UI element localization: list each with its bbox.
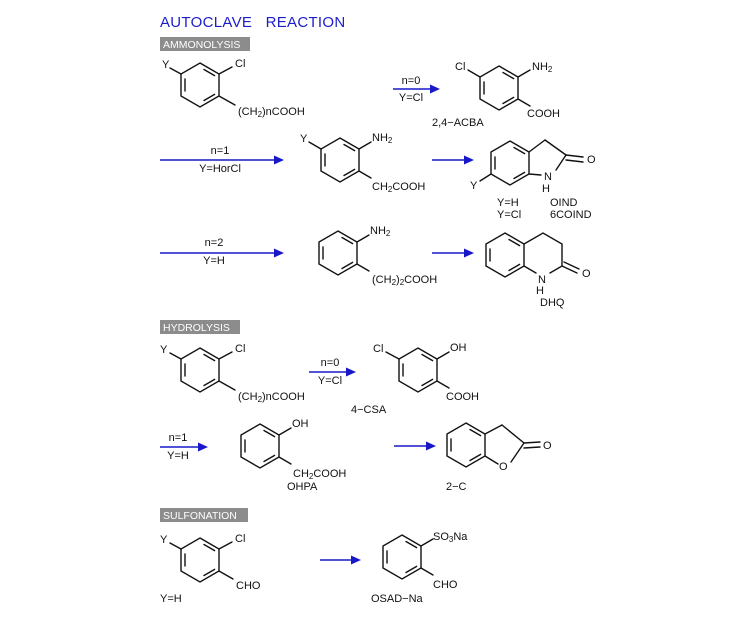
svg-text:Y=Cl: Y=Cl xyxy=(399,92,423,104)
svg-text:Y=Cl: Y=Cl xyxy=(318,375,342,387)
svg-text:CHO: CHO xyxy=(433,579,458,591)
svg-text:Y: Y xyxy=(160,344,168,356)
svg-text:n=1: n=1 xyxy=(211,145,230,157)
molecule-oxindole: O N H Y Y=H OIND Y=Cl 6COIND xyxy=(470,139,596,221)
svg-text:Cl: Cl xyxy=(235,343,245,355)
svg-text:Cl: Cl xyxy=(455,61,465,73)
reaction-arrow-hyd-n0: n=0 Y=Cl xyxy=(309,357,356,387)
molecule-osad-na: SO3Na CHO OSAD−Na xyxy=(371,531,468,605)
svg-text:NH2: NH2 xyxy=(370,225,391,238)
svg-text:N: N xyxy=(538,274,546,286)
svg-text:Y=H: Y=H xyxy=(203,255,225,267)
molecule-dhq: O N H DHQ xyxy=(485,232,591,309)
section-hydrolysis: HYDROLYSIS xyxy=(160,320,240,334)
svg-text:(CH2)nCOOH: (CH2)nCOOH xyxy=(238,106,305,119)
molecule-aminophenylacetic-acid: Y NH2 CH2COOH xyxy=(300,132,425,194)
molecule-reactant-1: Y Cl (CH2)nCOOH xyxy=(162,58,305,119)
svg-text:COOH: COOH xyxy=(527,108,560,120)
molecule-reactant-3: Y Cl CHO Y=H xyxy=(160,533,261,605)
reaction-arrow-hyd-n1-cyclize xyxy=(394,441,436,451)
svg-text:AMMONOLYSIS: AMMONOLYSIS xyxy=(163,39,240,51)
svg-text:n=2: n=2 xyxy=(205,237,224,249)
svg-text:Cl: Cl xyxy=(235,533,245,545)
svg-text:H: H xyxy=(542,183,550,195)
svg-text:Y=H: Y=H xyxy=(497,197,519,209)
svg-text:SO3Na: SO3Na xyxy=(433,531,468,544)
svg-text:SULFONATION: SULFONATION xyxy=(163,510,237,522)
page-title: AUTOCLAVE REACTION xyxy=(160,14,345,31)
svg-text:N: N xyxy=(544,171,552,183)
svg-text:O: O xyxy=(499,461,508,473)
svg-text:HYDROLYSIS: HYDROLYSIS xyxy=(163,322,230,334)
svg-text:6COIND: 6COIND xyxy=(550,209,592,221)
svg-text:COOH: COOH xyxy=(446,391,479,403)
molecule-csa: Cl OH COOH 4−CSA xyxy=(351,342,479,416)
molecule-ohpa: OH CH2COOH OHPA xyxy=(240,418,346,493)
svg-text:O: O xyxy=(587,154,596,166)
svg-text:4−CSA: 4−CSA xyxy=(351,404,387,416)
reaction-arrow-amm-n0: n=0 Y=Cl xyxy=(393,75,440,104)
section-ammonolysis: AMMONOLYSIS xyxy=(160,37,250,51)
molecule-reactant-2: Y Cl (CH2)nCOOH xyxy=(160,343,305,404)
svg-text:Y=HorCl: Y=HorCl xyxy=(199,163,241,175)
svg-text:(CH2)2COOH: (CH2)2COOH xyxy=(372,274,437,287)
molecule-acba: Cl NH2 COOH 2,4−ACBA xyxy=(432,61,560,129)
svg-text:OSAD−Na: OSAD−Na xyxy=(371,593,424,605)
svg-text:Y=Cl: Y=Cl xyxy=(497,209,521,221)
svg-text:Y: Y xyxy=(470,180,478,192)
reaction-arrow-amm-n2-cyclize xyxy=(432,248,474,258)
svg-text:H: H xyxy=(536,285,544,297)
svg-text:Y: Y xyxy=(160,534,168,546)
svg-text:NH2: NH2 xyxy=(532,61,553,74)
svg-text:(CH2)nCOOH: (CH2)nCOOH xyxy=(238,391,305,404)
reaction-arrow-hyd-n1: n=1 Y=H xyxy=(160,432,208,462)
svg-text:n=1: n=1 xyxy=(169,432,188,444)
reaction-arrow-sulfonation xyxy=(320,555,361,565)
svg-text:NH2: NH2 xyxy=(372,132,393,145)
svg-text:2,4−ACBA: 2,4−ACBA xyxy=(432,117,484,129)
svg-text:Cl: Cl xyxy=(235,58,245,70)
svg-text:2−C: 2−C xyxy=(446,481,467,493)
svg-text:OH: OH xyxy=(450,342,467,354)
svg-text:n=0: n=0 xyxy=(402,75,421,87)
svg-text:O: O xyxy=(582,268,591,280)
svg-text:OIND: OIND xyxy=(550,197,578,209)
svg-text:CHO: CHO xyxy=(236,580,261,592)
section-sulfonation: SULFONATION xyxy=(160,508,248,522)
svg-text:CH2COOH: CH2COOH xyxy=(293,468,346,481)
svg-text:DHQ: DHQ xyxy=(540,297,565,309)
svg-text:Y: Y xyxy=(300,133,308,145)
svg-text:Y=H: Y=H xyxy=(167,450,189,462)
svg-text:Y: Y xyxy=(162,59,170,71)
reaction-arrow-amm-n1-cyclize xyxy=(432,155,474,165)
reaction-arrow-amm-n2: n=2 Y=H xyxy=(160,237,284,267)
molecule-2c-benzofuranone: O O 2−C xyxy=(446,422,552,493)
svg-text:Y=H: Y=H xyxy=(160,593,182,605)
molecule-aminophenylpropionic-acid: NH2 (CH2)2COOH xyxy=(318,225,437,287)
svg-text:Cl: Cl xyxy=(373,343,383,355)
svg-text:CH2COOH: CH2COOH xyxy=(372,181,425,194)
svg-text:n=0: n=0 xyxy=(321,357,340,369)
svg-text:OH: OH xyxy=(292,418,309,430)
svg-text:O: O xyxy=(543,440,552,452)
svg-text:OHPA: OHPA xyxy=(287,481,318,493)
reaction-arrow-amm-n1: n=1 Y=HorCl xyxy=(160,145,284,175)
